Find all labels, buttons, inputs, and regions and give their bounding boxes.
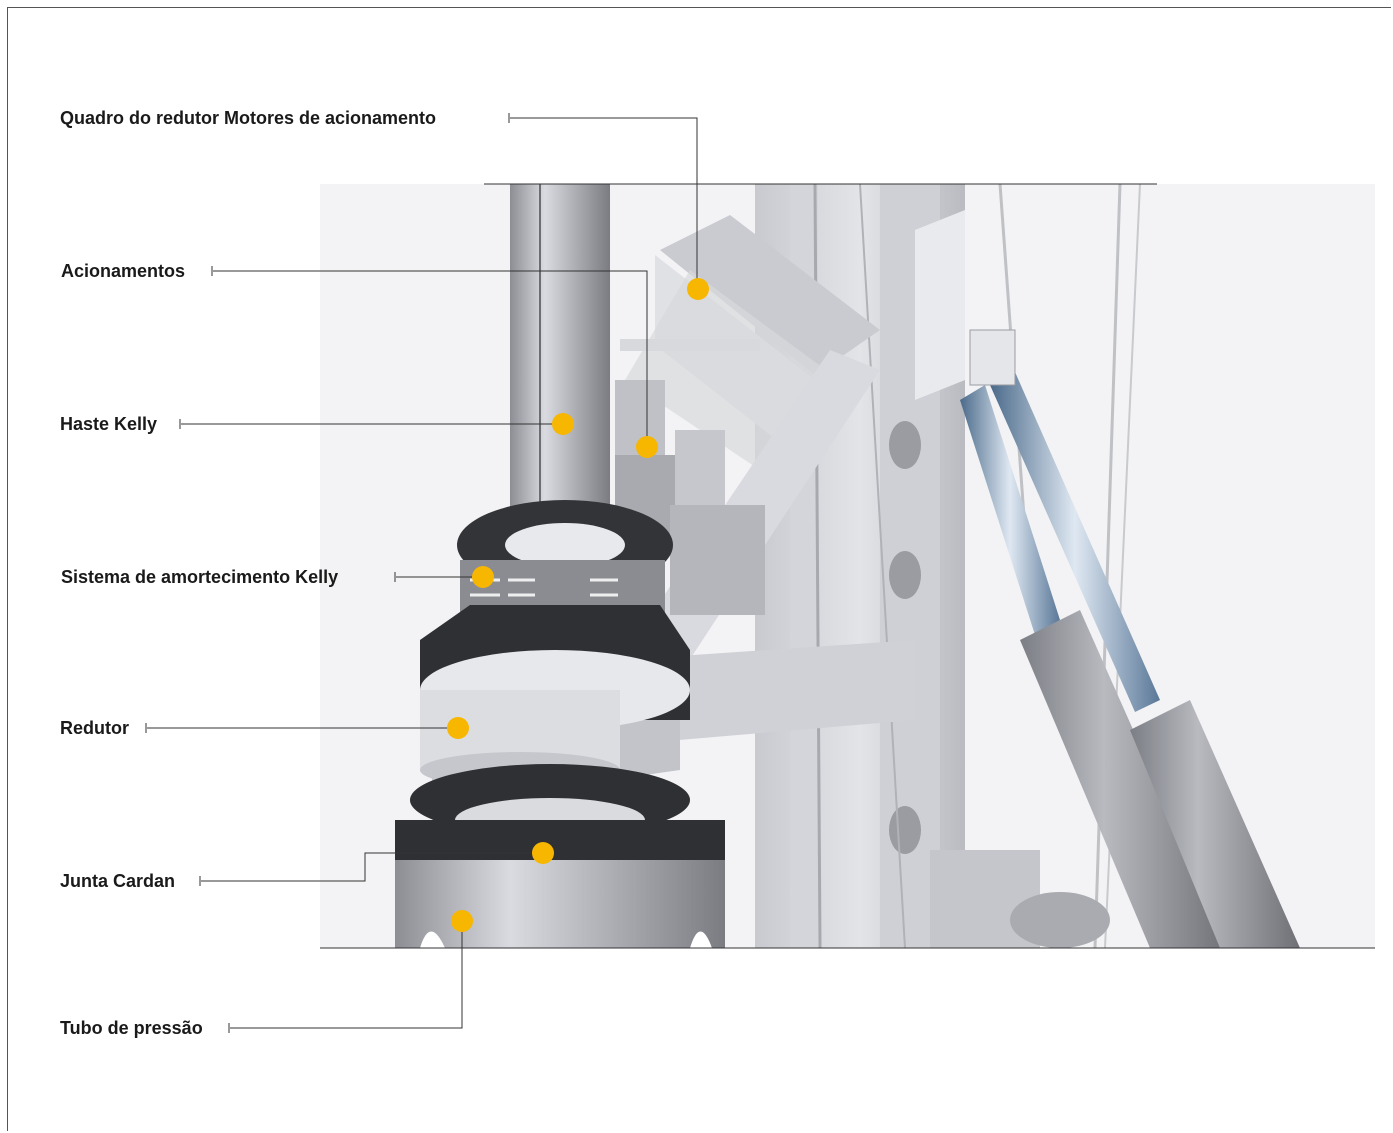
leader-drives: [213, 270, 648, 447]
marker-kelly-bar[interactable]: [552, 413, 574, 435]
marker-gearbox[interactable]: [447, 717, 469, 739]
leader-pressure-tube: [230, 921, 463, 1029]
leader-cardan: [201, 852, 543, 882]
label-cardan-joint: Junta Cardan: [60, 871, 176, 891]
marker-drives[interactable]: [636, 436, 658, 458]
label-gearbox-frame-motors: Quadro do redutor Motores de acionamento: [60, 108, 437, 128]
marker-damping[interactable]: [472, 566, 494, 588]
label-kelly-bar: Haste Kelly: [60, 414, 158, 434]
marker-pressure-tube[interactable]: [451, 910, 473, 932]
label-gearbox: Redutor: [60, 718, 129, 738]
label-drives: Acionamentos: [61, 261, 186, 281]
leader-gearbox-frame: [510, 117, 698, 288]
machine-drawing: [320, 183, 1375, 949]
label-kelly-damping: Sistema de amortecimento Kelly: [61, 567, 339, 587]
marker-gearbox-frame[interactable]: [687, 278, 709, 300]
figure-frame: [7, 7, 1391, 1131]
marker-cardan[interactable]: [532, 842, 554, 864]
label-pressure-tube: Tubo de pressão: [60, 1018, 203, 1038]
